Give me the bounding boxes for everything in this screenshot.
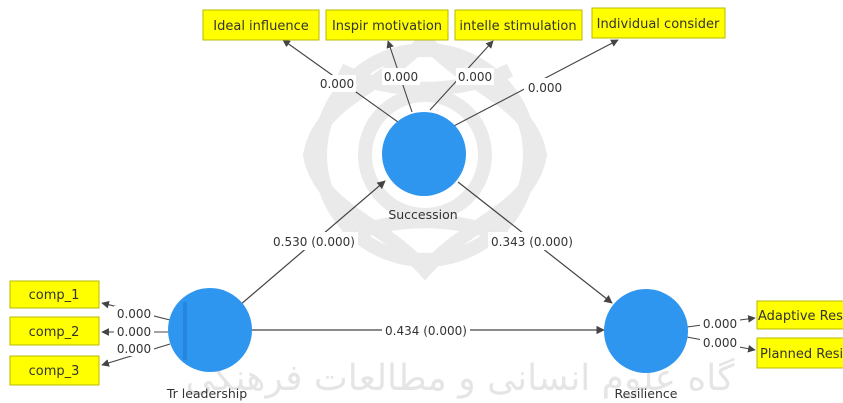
svg-text:0.000: 0.000 — [703, 336, 737, 350]
loading-label-intelle-stimulation: 0.000 — [456, 68, 494, 85]
indicator-comp-3[interactable]: comp_3 — [9, 355, 100, 386]
indicator-comp-1[interactable]: comp_1 — [9, 280, 100, 309]
indicator-label: comp_2 — [29, 325, 80, 340]
svg-text:0.000: 0.000 — [117, 307, 151, 321]
svg-text:0.000: 0.000 — [384, 70, 418, 84]
loading-label-ideal-influence: 0.000 — [318, 75, 356, 92]
svg-text:0.000: 0.000 — [117, 342, 151, 356]
indicator-label: intelle stimulation — [459, 19, 576, 34]
indicator-comp-2[interactable]: comp_2 — [9, 316, 100, 346]
svg-text:0.434 (0.000): 0.434 (0.000) — [385, 324, 467, 338]
path-label-succession-to-resilience: 0.343 (0.000) — [488, 232, 576, 250]
construct-label: Succession — [388, 207, 457, 222]
loading-label-individual-consider: 0.000 — [524, 78, 566, 95]
svg-text:0.000: 0.000 — [528, 81, 562, 95]
indicator-label: Inspir motivation — [332, 19, 442, 34]
svg-text:0.000: 0.000 — [703, 317, 737, 331]
path-label-trl-to-resilience: 0.434 (0.000) — [382, 322, 470, 340]
indicator-inspir-motivation[interactable]: Inspir motivation — [325, 9, 449, 41]
svg-text:0.343 (0.000): 0.343 (0.000) — [491, 235, 573, 249]
svg-text:0.000: 0.000 — [458, 70, 492, 84]
construct-tr-leadership[interactable]: Tr leadership — [166, 288, 252, 401]
loading-label-comp-3: 0.000 — [114, 341, 154, 356]
loading-label-comp-1: 0.000 — [114, 306, 154, 321]
indicator-individual-consider[interactable]: Individual consider — [591, 7, 726, 39]
loading-label-inspir-motivation: 0.000 — [382, 68, 420, 85]
indicator-label: comp_3 — [29, 364, 80, 379]
indicator-label: comp_1 — [29, 288, 80, 303]
svg-text:0.000: 0.000 — [117, 325, 151, 339]
construct-label: Tr leadership — [166, 386, 247, 401]
loading-label-comp-2: 0.000 — [114, 324, 154, 339]
focus-bar — [183, 302, 187, 360]
indicator-adaptive-res[interactable]: Adaptive Res — [756, 300, 843, 330]
indicator-label: Ideal influence — [213, 19, 308, 34]
loading-label-adaptive-res: 0.000 — [700, 316, 740, 331]
path-label-trl-to-succession: 0.530 (0.000) — [270, 232, 358, 250]
loading-label-planned-resi: 0.000 — [700, 335, 740, 350]
indicator-planned-resi[interactable]: Planned Resi — [756, 337, 843, 369]
indicator-ideal-influence[interactable]: Ideal influence — [202, 9, 320, 41]
svg-text:0.530 (0.000): 0.530 (0.000) — [273, 235, 355, 249]
indicator-label: Planned Resi — [760, 347, 843, 362]
svg-text:0.000: 0.000 — [320, 77, 354, 91]
construct-resilience[interactable]: Resilience — [604, 289, 688, 401]
indicator-label: Adaptive Res — [758, 309, 843, 324]
indicator-intelle-stimulation[interactable]: intelle stimulation — [454, 9, 583, 41]
construct-succession[interactable]: Succession — [382, 112, 466, 222]
construct-label: Resilience — [615, 386, 678, 401]
indicator-label: Individual consider — [597, 17, 720, 32]
